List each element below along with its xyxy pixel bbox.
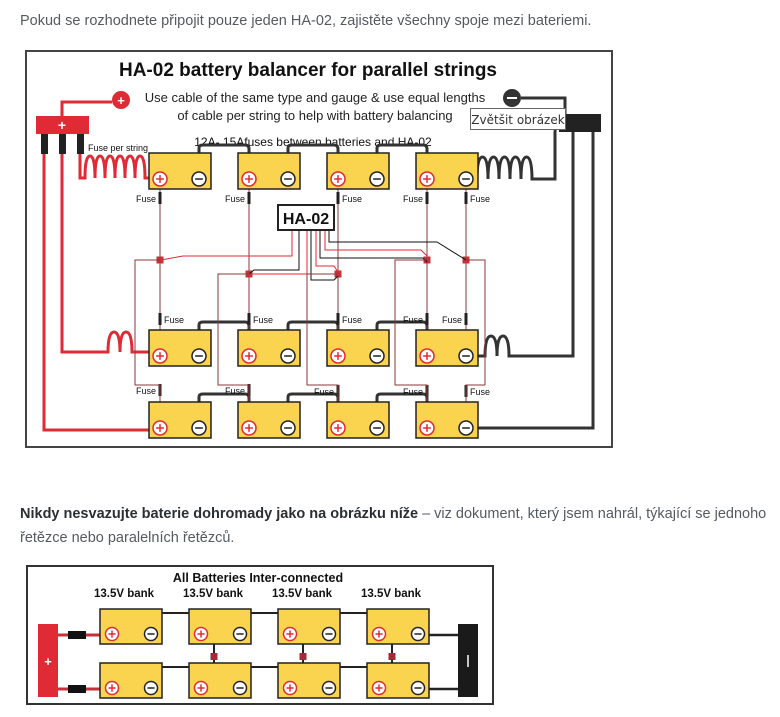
fuse-icon: [464, 313, 468, 325]
ha02-sense-wire: [310, 230, 339, 281]
series-link-wire: [375, 143, 429, 172]
enlarge-image-tooltip[interactable]: Zvětšit obrázek: [470, 108, 566, 130]
fuse-label: Fuse: [342, 315, 362, 325]
fuse-label: Fuse: [136, 194, 156, 204]
fuse-icon: [158, 192, 162, 204]
ha02-sense-wire: [315, 230, 339, 273]
ha02-label: HA-02: [283, 211, 329, 228]
bus-plus-symbol: +: [44, 654, 52, 669]
main-positive-symbol: +: [117, 93, 125, 108]
positive-string-wire: [78, 154, 153, 180]
ha02-sense-wire: [248, 230, 300, 275]
fuse-note: 12A- 15Afuses between batteries and HA-0…: [194, 135, 432, 149]
fuse-label: Fuse: [470, 387, 490, 397]
fuse-label: Fuse: [442, 315, 462, 325]
positive-bus-bar: [36, 116, 89, 134]
positive-string-wire: [60, 154, 153, 354]
bus-plus-symbol: +: [58, 117, 66, 133]
positive-string-wire: [42, 154, 153, 432]
fuse-label: Fuse: [470, 194, 490, 204]
fuse-label: Fuse: [164, 315, 184, 325]
bank-label: 13.5V bank: [361, 588, 422, 600]
fuse-label: Fuse: [253, 315, 273, 325]
fuse-icon: [425, 313, 429, 325]
inline-fuse: [68, 631, 86, 639]
ha02-sense-wire: [160, 230, 293, 261]
diagram-title: HA-02 battery balancer for parallel stri…: [119, 60, 497, 81]
main-positive-wire: [60, 100, 112, 116]
series-link-wire: [286, 143, 340, 172]
string-fuse-1: [41, 134, 48, 154]
warning-rest-text: – viz dokument, který jsem nahrál, týkaj…: [20, 506, 767, 546]
bank-label: 13.5V bank: [183, 588, 244, 600]
negative-string-wire: [473, 124, 560, 181]
fuse-label: Fuse: [403, 194, 423, 204]
diagram-subtitle-1: Use cable of the same type and gauge & u…: [145, 90, 486, 105]
warning-bold-text: Nikdy nesvazujte baterie dohromady jako …: [20, 506, 419, 522]
fuse-label: Fuse: [136, 386, 156, 396]
bank-label: 13.5V bank: [94, 588, 155, 600]
fuse-icon: [336, 313, 340, 325]
diagram-2-canvas: All Batteries Inter-connected 13.5V bank…: [26, 565, 494, 705]
ha02-balancer-box: [277, 204, 335, 231]
fuse-icon: [464, 192, 468, 204]
diagram-subtitle-2: of cable per string to help with battery…: [177, 108, 452, 123]
negative-bus-bar: [559, 114, 601, 132]
string-fuse-2: [59, 134, 66, 154]
bank-label: 13.5V bank: [272, 588, 333, 600]
fuse-label: Fuse: [225, 386, 245, 396]
fuse-icon: [336, 192, 340, 204]
fuse-icon: [247, 313, 251, 325]
ha02-sense-wire: [324, 230, 428, 257]
junction-dot: [299, 653, 307, 660]
warning-paragraph: Nikdy nesvazujte baterie dohromady jako …: [20, 502, 780, 550]
fuse-label: Fuse: [314, 387, 334, 397]
junction-dot: [210, 653, 218, 660]
junction-dot: [388, 653, 396, 660]
series-link-wire: [197, 143, 251, 172]
balance-link-wire: [134, 259, 161, 421]
inline-fuse: [68, 685, 86, 693]
balance-link-wire: [394, 259, 428, 421]
fuse-label: Fuse: [342, 194, 362, 204]
fuse-icon: [158, 313, 162, 325]
string-fuse-3: [77, 134, 84, 154]
intro-paragraph: Pokud se rozhodnete připojit pouze jeden…: [20, 13, 592, 29]
fuse-icon: [425, 192, 429, 204]
fuse-label: Fuse: [403, 315, 423, 325]
fuse-per-string-label: Fuse per string: [88, 143, 148, 153]
negative-string-wire: [473, 132, 595, 430]
balance-link-wire: [217, 273, 250, 421]
fuse-label: Fuse: [225, 194, 245, 204]
positive-bus-bar: [38, 624, 58, 697]
fuse-icon: [247, 192, 251, 204]
balance-link-wire: [306, 273, 339, 421]
diagram-2-title: All Batteries Inter-connected: [173, 571, 343, 585]
balance-link-wire: [465, 259, 486, 421]
ha02-sense-wire: [328, 230, 467, 261]
fuse-label: Fuse: [403, 387, 423, 397]
main-positive-terminal-icon: [112, 91, 130, 109]
interconnected-batteries-diagram[interactable]: All Batteries Inter-connected 13.5V bank…: [26, 565, 494, 705]
negative-string-wire: [473, 132, 575, 358]
